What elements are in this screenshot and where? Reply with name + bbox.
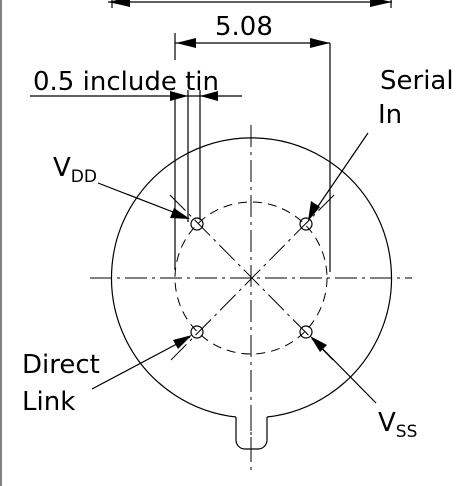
dimension-508-arrow-right <box>310 38 330 48</box>
pin-direct-link <box>190 325 204 339</box>
pin-serial-in <box>299 217 313 231</box>
dimension-tin-arrow-left <box>170 91 188 101</box>
label-vss: VSS <box>378 408 417 442</box>
leader-vss <box>310 336 377 404</box>
leader-serial-in <box>308 132 369 221</box>
dimension-tin-label: 0.5 include tin <box>33 67 219 97</box>
dimension-508-arrow-left <box>176 38 196 48</box>
top-dimension-line <box>108 0 392 8</box>
leader-vdd <box>97 182 190 219</box>
label-direct-link-line1: Direct <box>22 350 100 380</box>
pin-vss <box>299 325 313 339</box>
dimension-508: 5.08 <box>174 12 330 60</box>
pin-vdd <box>190 217 204 231</box>
dimension-tin-arrow-right <box>200 91 218 101</box>
label-direct-link-line2: Link <box>22 387 75 417</box>
leader-direct-link <box>91 335 192 390</box>
dimension-tin: 0.5 include tin <box>30 67 242 222</box>
center-line-diagonal-2 <box>169 194 335 362</box>
label-serial-in-line2: In <box>378 100 402 130</box>
label-serial-in-line1: Serial <box>380 66 454 96</box>
label-vdd: VDD <box>53 153 97 187</box>
dimension-508-label: 5.08 <box>215 12 273 42</box>
